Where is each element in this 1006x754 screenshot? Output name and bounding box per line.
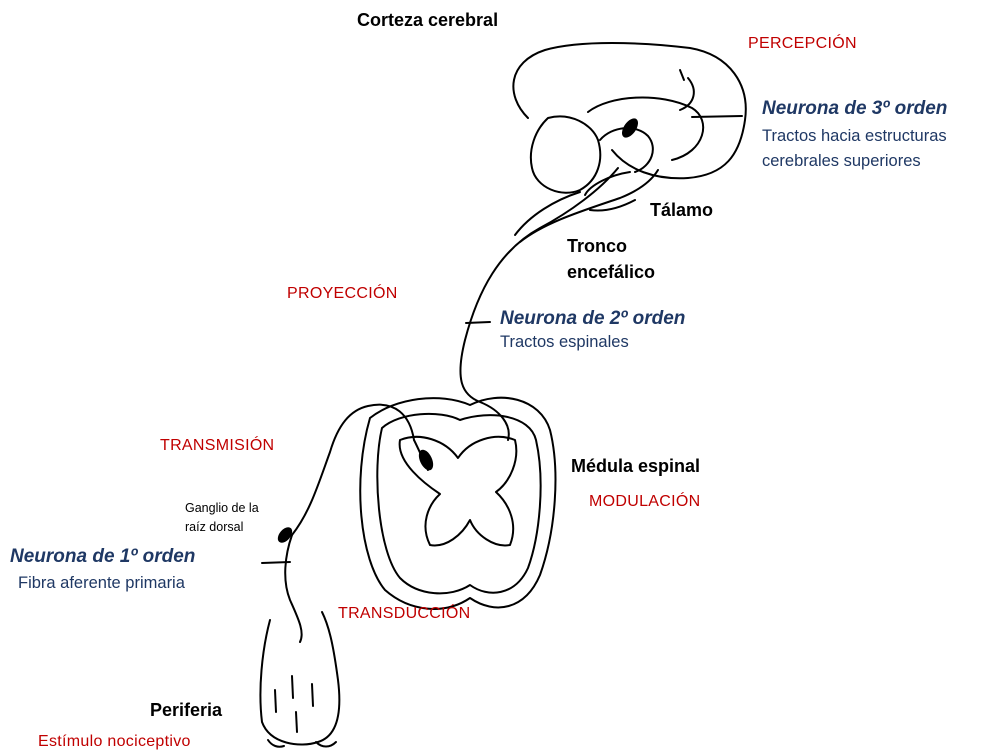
brainstem-label-2: encefálico [567, 262, 655, 284]
brainstem-right [520, 170, 658, 242]
cortex-outline [513, 43, 745, 178]
ganglion-label-1: Ganglio de la [185, 499, 259, 517]
second-order-neuron-title: Neurona de 2º orden [500, 308, 685, 331]
brainstem-left [515, 192, 580, 235]
dorsal-root-loop [292, 405, 414, 535]
projection-label: PROYECCIÓN [287, 284, 398, 303]
thalamus-label: Tálamo [650, 200, 713, 222]
brainstem-label-1: Tronco [567, 236, 627, 258]
third-order-neuron-title: Neurona de 3º orden [762, 98, 947, 121]
modulation-label: MODULACIÓN [589, 492, 700, 511]
transduction-label: TRANSDUCCIÓN [338, 604, 471, 623]
first-order-neuron-desc: Fibra aferente primaria [18, 574, 185, 594]
thalamus-outline [531, 116, 600, 192]
ganglion-label-2: raíz dorsal [185, 518, 243, 536]
perception-label: PERCEPCIÓN [748, 34, 857, 53]
spinal-cord-outer [360, 398, 555, 609]
cortex-label: Corteza cerebral [357, 10, 498, 32]
paw-outline [260, 612, 339, 745]
stimulus-label: Estímulo nociceptivo [38, 732, 191, 751]
first-order-fiber [285, 535, 301, 642]
third-order-neuron-desc-1: Tractos hacia estructuras [762, 127, 947, 147]
pointer-first [262, 562, 290, 563]
gray-matter [400, 437, 517, 546]
spinal-cord-label: Médula espinal [571, 456, 700, 478]
third-order-neuron-desc-2: cerebrales superiores [762, 152, 921, 172]
transmission-label: TRANSMISIÓN [160, 436, 274, 455]
second-order-neuron-desc: Tractos espinales [500, 333, 629, 353]
first-order-neuron-title: Neurona de 1º orden [10, 546, 195, 569]
pointer-third [692, 116, 742, 117]
pointer-second [466, 322, 490, 323]
periphery-label: Periferia [150, 700, 222, 722]
